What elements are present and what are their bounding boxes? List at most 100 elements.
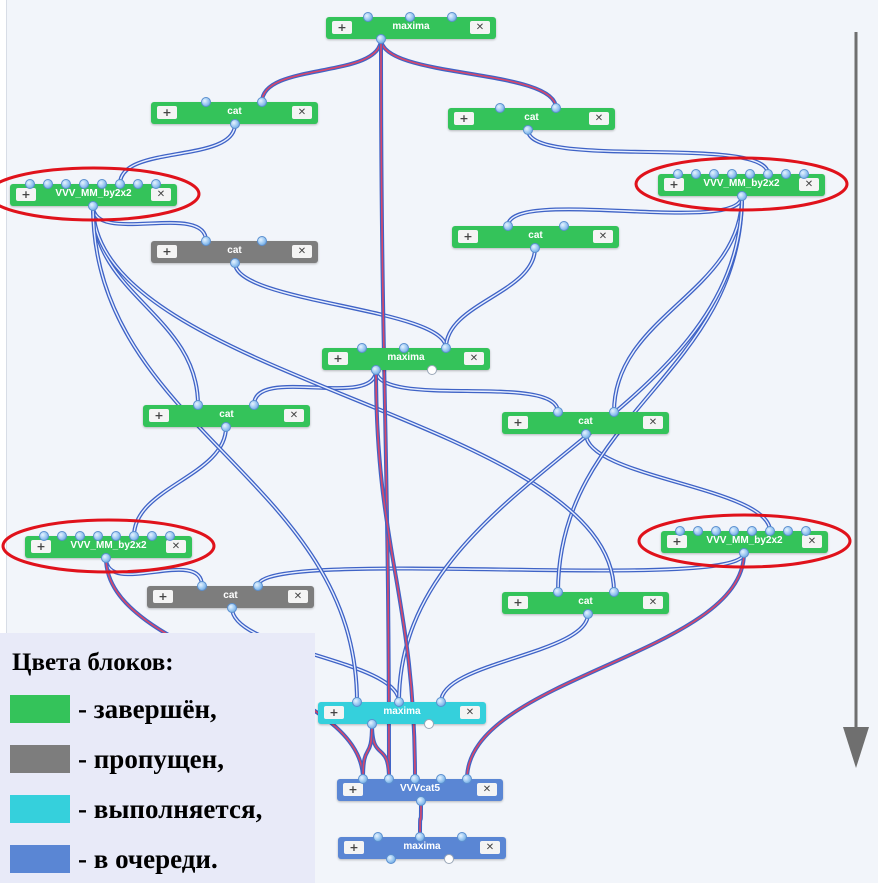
- input-port[interactable]: [249, 400, 259, 410]
- input-port[interactable]: [39, 531, 49, 541]
- output-port[interactable]: [737, 191, 747, 201]
- add-icon[interactable]: +: [664, 178, 684, 191]
- input-port[interactable]: [373, 832, 383, 842]
- workflow-block-cat[interactable]: +cat✕: [502, 412, 669, 434]
- input-port[interactable]: [129, 531, 139, 541]
- input-port[interactable]: [693, 526, 703, 536]
- input-port[interactable]: [133, 179, 143, 189]
- input-port[interactable]: [151, 179, 161, 189]
- input-port[interactable]: [457, 832, 467, 842]
- add-icon[interactable]: +: [16, 188, 36, 201]
- workflow-block-cat[interactable]: +cat✕: [448, 108, 615, 130]
- input-port[interactable]: [357, 343, 367, 353]
- input-port[interactable]: [358, 774, 368, 784]
- output-port[interactable]: [416, 796, 426, 806]
- input-port[interactable]: [745, 169, 755, 179]
- add-icon[interactable]: +: [149, 409, 169, 422]
- output-port[interactable]: [530, 243, 540, 253]
- close-icon[interactable]: ✕: [643, 596, 663, 609]
- add-icon[interactable]: +: [153, 590, 173, 603]
- output-port[interactable]: [523, 125, 533, 135]
- close-icon[interactable]: ✕: [589, 112, 609, 125]
- close-icon[interactable]: ✕: [284, 409, 304, 422]
- input-port[interactable]: [363, 12, 373, 22]
- output-port[interactable]: [230, 119, 240, 129]
- add-icon[interactable]: +: [332, 21, 352, 34]
- close-icon[interactable]: ✕: [292, 245, 312, 258]
- add-icon[interactable]: +: [157, 245, 177, 258]
- workflow-block-maxima[interactable]: +maxima✕: [326, 17, 496, 39]
- add-icon[interactable]: +: [328, 352, 348, 365]
- input-port[interactable]: [551, 103, 561, 113]
- output-port[interactable]: [230, 258, 240, 268]
- add-icon[interactable]: +: [344, 841, 364, 854]
- workflow-block-cat[interactable]: +cat✕: [502, 592, 669, 614]
- input-port[interactable]: [673, 169, 683, 179]
- add-icon[interactable]: +: [454, 112, 474, 125]
- add-icon[interactable]: +: [343, 783, 363, 796]
- input-port[interactable]: [447, 12, 457, 22]
- add-icon[interactable]: +: [508, 416, 528, 429]
- workflow-block-cat[interactable]: +cat✕: [151, 241, 318, 263]
- close-icon[interactable]: ✕: [643, 416, 663, 429]
- unconnected-output-port[interactable]: [427, 365, 437, 375]
- input-port[interactable]: [747, 526, 757, 536]
- workflow-block-maxima[interactable]: +maxima✕: [338, 837, 506, 859]
- add-icon[interactable]: +: [31, 540, 51, 553]
- workflow-block-vvvcat5[interactable]: +VVVcat5✕: [337, 779, 503, 801]
- input-port[interactable]: [147, 531, 157, 541]
- input-port[interactable]: [410, 774, 420, 784]
- input-port[interactable]: [201, 97, 211, 107]
- workflow-block-cat[interactable]: +cat✕: [452, 226, 619, 248]
- output-port[interactable]: [581, 429, 591, 439]
- input-port[interactable]: [111, 531, 121, 541]
- output-port[interactable]: [386, 854, 396, 864]
- add-icon[interactable]: +: [157, 106, 177, 119]
- workflow-block-maxima[interactable]: +maxima✕: [322, 348, 490, 370]
- output-port[interactable]: [371, 365, 381, 375]
- input-port[interactable]: [553, 587, 563, 597]
- input-port[interactable]: [436, 774, 446, 784]
- close-icon[interactable]: ✕: [151, 188, 171, 201]
- input-port[interactable]: [553, 407, 563, 417]
- output-port[interactable]: [221, 422, 231, 432]
- output-port[interactable]: [367, 719, 377, 729]
- output-port[interactable]: [583, 609, 593, 619]
- workflow-block-vvv-mm-by2x2[interactable]: +VVV_MM_by2x2✕: [25, 536, 192, 558]
- close-icon[interactable]: ✕: [799, 178, 819, 191]
- workflow-block-cat[interactable]: +cat✕: [147, 586, 314, 608]
- input-port[interactable]: [441, 343, 451, 353]
- input-port[interactable]: [763, 169, 773, 179]
- input-port[interactable]: [75, 531, 85, 541]
- close-icon[interactable]: ✕: [470, 21, 490, 34]
- output-port[interactable]: [227, 603, 237, 613]
- close-icon[interactable]: ✕: [593, 230, 613, 243]
- input-port[interactable]: [609, 407, 619, 417]
- unconnected-output-port[interactable]: [424, 719, 434, 729]
- close-icon[interactable]: ✕: [166, 540, 186, 553]
- input-port[interactable]: [711, 526, 721, 536]
- input-port[interactable]: [352, 697, 362, 707]
- workflow-block-cat[interactable]: +cat✕: [151, 102, 318, 124]
- input-port[interactable]: [115, 179, 125, 189]
- input-port[interactable]: [691, 169, 701, 179]
- input-port[interactable]: [79, 179, 89, 189]
- close-icon[interactable]: ✕: [464, 352, 484, 365]
- input-port[interactable]: [765, 526, 775, 536]
- add-icon[interactable]: +: [508, 596, 528, 609]
- input-port[interactable]: [503, 221, 513, 231]
- input-port[interactable]: [257, 97, 267, 107]
- input-port[interactable]: [609, 587, 619, 597]
- input-port[interactable]: [93, 531, 103, 541]
- input-port[interactable]: [783, 526, 793, 536]
- workflow-block-vvv-mm-by2x2[interactable]: +VVV_MM_by2x2✕: [661, 531, 828, 553]
- input-port[interactable]: [394, 697, 404, 707]
- input-port[interactable]: [436, 697, 446, 707]
- input-port[interactable]: [675, 526, 685, 536]
- input-port[interactable]: [25, 179, 35, 189]
- add-icon[interactable]: +: [324, 706, 344, 719]
- input-port[interactable]: [165, 531, 175, 541]
- input-port[interactable]: [399, 343, 409, 353]
- input-port[interactable]: [61, 179, 71, 189]
- input-port[interactable]: [405, 12, 415, 22]
